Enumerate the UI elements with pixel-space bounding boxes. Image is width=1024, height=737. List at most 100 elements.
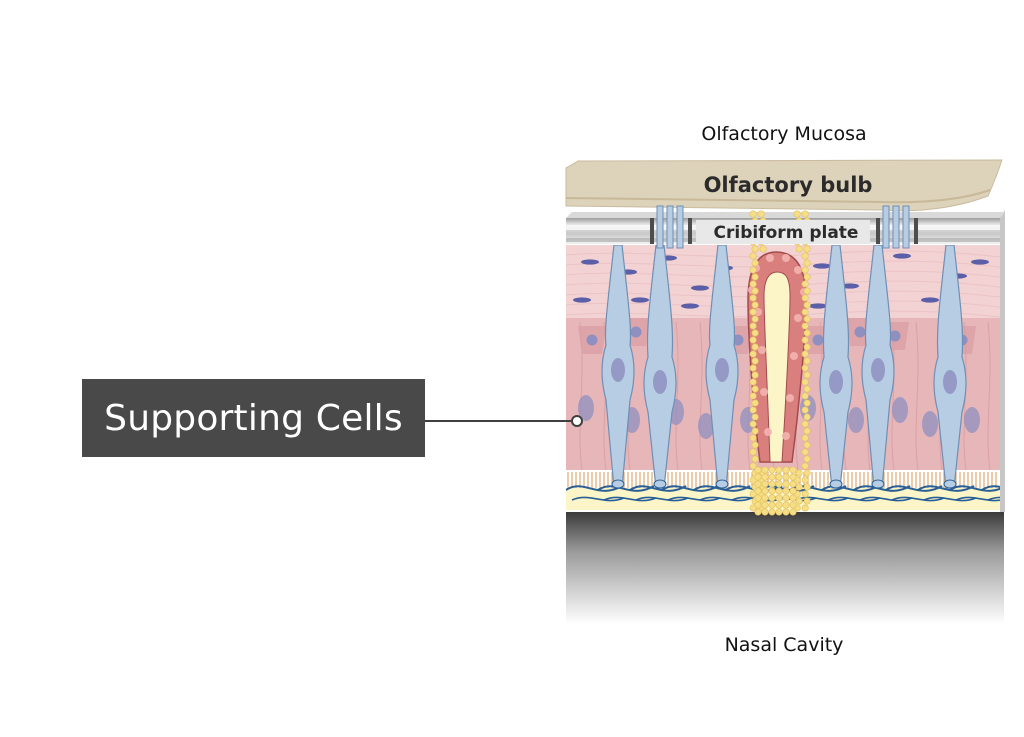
granule xyxy=(750,253,756,259)
connective-cell xyxy=(681,303,699,308)
granule xyxy=(804,456,810,462)
connective-cell xyxy=(813,263,831,268)
granule xyxy=(776,509,782,515)
granule xyxy=(804,414,810,420)
neuron-nucleus xyxy=(943,370,957,394)
granule xyxy=(783,488,789,494)
granule xyxy=(802,211,808,217)
granule xyxy=(750,337,756,343)
granule xyxy=(752,274,758,280)
gland-granule xyxy=(790,352,798,360)
supporting-cell-nucleus xyxy=(922,411,938,437)
granule xyxy=(802,337,808,343)
granule xyxy=(752,386,758,392)
granule xyxy=(762,509,768,515)
axon xyxy=(893,206,899,248)
dendrite-knob xyxy=(612,480,624,488)
granule xyxy=(758,211,764,217)
granule xyxy=(769,474,775,480)
granule xyxy=(802,309,808,315)
granule xyxy=(783,495,789,501)
granule xyxy=(804,330,810,336)
granule xyxy=(750,421,756,427)
granule xyxy=(750,379,756,385)
granule xyxy=(783,467,789,473)
dendrite-knob xyxy=(716,480,728,488)
granule xyxy=(750,407,756,413)
gland-granule xyxy=(760,388,768,396)
granule xyxy=(804,442,810,448)
granule xyxy=(802,435,808,441)
dendrite-knob xyxy=(654,480,666,488)
granule xyxy=(776,481,782,487)
granule xyxy=(755,502,761,508)
granule xyxy=(790,474,796,480)
callout-leader-dot xyxy=(572,416,582,426)
granule xyxy=(750,211,756,217)
granule xyxy=(752,316,758,322)
granule xyxy=(752,288,758,294)
granule xyxy=(769,481,775,487)
granule xyxy=(776,495,782,501)
granule xyxy=(750,449,756,455)
granule xyxy=(802,449,808,455)
gland-granule xyxy=(764,428,772,436)
granule xyxy=(802,351,808,357)
granule xyxy=(802,421,808,427)
connective-cell xyxy=(893,253,911,258)
granule xyxy=(752,260,758,266)
neuron-nucleus xyxy=(611,358,625,382)
granule xyxy=(802,379,808,385)
granule xyxy=(804,470,810,476)
granule xyxy=(755,495,761,501)
granule xyxy=(769,467,775,473)
granule xyxy=(802,477,808,483)
olfactory-bulb-label: Olfactory bulb xyxy=(704,173,873,197)
granule xyxy=(802,253,808,259)
granule xyxy=(760,246,766,252)
plate-hole-edge xyxy=(876,218,880,244)
supporting-cell-nucleus xyxy=(848,407,864,433)
granule xyxy=(769,502,775,508)
gland-granule xyxy=(758,346,766,354)
granule xyxy=(752,358,758,364)
granule xyxy=(796,470,802,476)
supporting-cells-label: Supporting Cells xyxy=(104,398,403,439)
granule xyxy=(804,316,810,322)
granule xyxy=(790,502,796,508)
granule xyxy=(752,302,758,308)
granule xyxy=(755,467,761,473)
granule xyxy=(802,295,808,301)
granule xyxy=(802,365,808,371)
granule xyxy=(769,488,775,494)
gland-granule xyxy=(794,266,802,274)
granule xyxy=(750,309,756,315)
granule xyxy=(755,488,761,494)
granule xyxy=(752,442,758,448)
nasal-cavity-region xyxy=(566,512,1004,624)
granule xyxy=(750,435,756,441)
gland-granule xyxy=(794,314,802,322)
gland-granule xyxy=(786,394,794,402)
nasal-cavity-label: Nasal Cavity xyxy=(725,634,844,656)
granule xyxy=(750,351,756,357)
granule xyxy=(783,481,789,487)
granule xyxy=(804,260,810,266)
supporting-cell-nucleus xyxy=(890,331,901,342)
granule xyxy=(750,393,756,399)
granule xyxy=(776,488,782,494)
granule xyxy=(804,288,810,294)
neuron-nucleus xyxy=(829,370,843,394)
granule xyxy=(790,488,796,494)
granule xyxy=(796,246,802,252)
block-side-face xyxy=(1000,210,1005,512)
granule xyxy=(762,488,768,494)
granule xyxy=(776,474,782,480)
granule xyxy=(752,246,758,252)
supporting-cell-nucleus xyxy=(964,407,980,433)
granule xyxy=(769,495,775,501)
dendrite-knob xyxy=(872,480,884,488)
granule xyxy=(804,274,810,280)
